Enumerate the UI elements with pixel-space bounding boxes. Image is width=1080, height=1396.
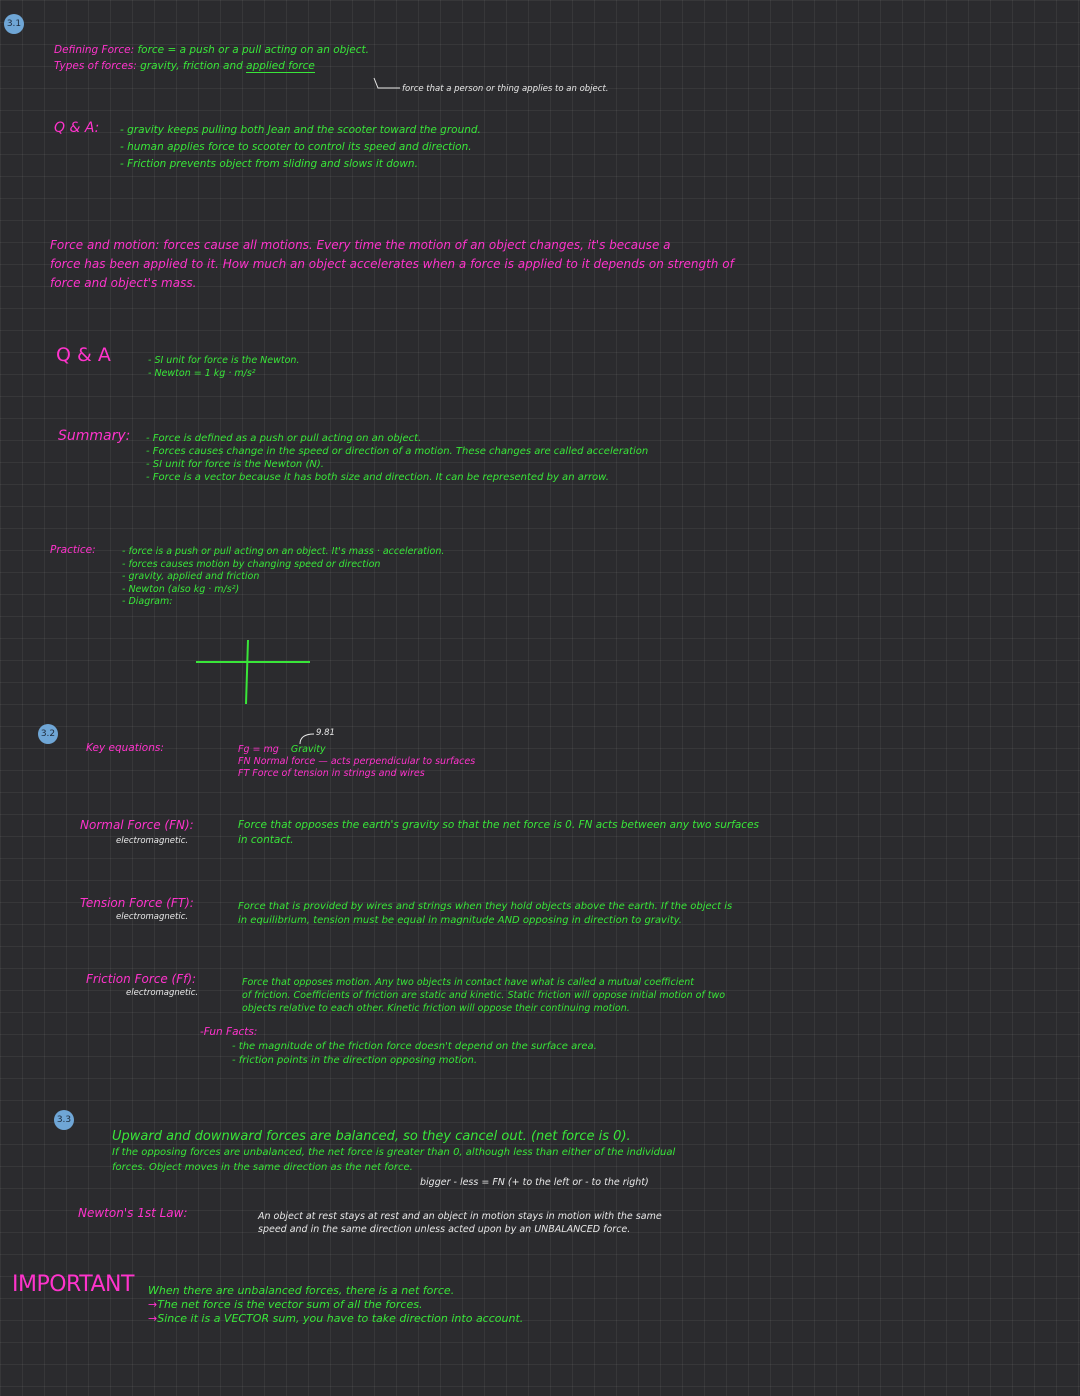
defining-force-label: Defining Force: <box>54 44 135 56</box>
section-badge-3-3: 3.3 <box>54 1110 74 1130</box>
qa2-item: - SI unit for force is the Newton. <box>148 355 300 366</box>
eq-tension: FT Force of tension in strings and wires <box>238 768 425 779</box>
summary-item: - SI unit for force is the Newton (N). <box>146 459 324 470</box>
balanced-line3: forces. Object moves in the same directi… <box>112 1162 413 1173</box>
balanced-line4: bigger - less = FN (+ to the left or - t… <box>420 1177 649 1188</box>
qa1-label: Q & A: <box>54 120 100 136</box>
eq-gravity: Fg = mg <box>238 744 279 755</box>
qa1-list: - gravity keeps pulling both Jean and th… <box>120 122 481 173</box>
force-motion-block: Force and motion: forces cause all motio… <box>50 236 734 293</box>
friction-force-sub: electromagnetic. <box>126 988 199 998</box>
important-line3: Since it is a VECTOR sum, you have to ta… <box>157 1312 524 1325</box>
normal-force-sub: electromagnetic. <box>116 836 189 846</box>
friction-force-line2: of friction. Coefficients of friction ar… <box>242 990 726 1001</box>
arrow-icon: → <box>148 1312 158 1325</box>
summary-item: - Forces causes change in the speed or d… <box>146 446 649 457</box>
force-motion-label: Force and motion: <box>50 238 160 252</box>
qa1-item: - gravity keeps pulling both Jean and th… <box>120 124 481 136</box>
gravity-value-arrow <box>299 733 315 745</box>
types-of-forces-block: Types of forces: gravity, friction and a… <box>54 60 315 73</box>
section-badge-3-1: 3.1 <box>4 14 24 34</box>
tension-force-label: Tension Force (FT): <box>80 896 194 910</box>
friction-force-label: Friction Force (Ff): <box>86 972 197 986</box>
normal-force-label: Normal Force (FN): <box>80 818 194 832</box>
normal-force-text: Force that opposes the earth's gravity s… <box>238 818 759 848</box>
practice-item: - Newton (also kg · m/s²) <box>122 583 240 595</box>
important-label: IMPORTANT <box>12 1272 134 1297</box>
tension-force-line1: Force that is provided by wires and stri… <box>238 901 733 912</box>
defining-force-text: force = a push or a pull acting on an ob… <box>137 44 369 56</box>
summary-label: Summary: <box>58 428 131 444</box>
newton-first-law-label: Newton's 1st Law: <box>78 1206 188 1220</box>
practice-item: - forces causes motion by changing speed… <box>122 558 381 570</box>
practice-list: - force is a push or pull acting on an o… <box>122 546 444 609</box>
defining-force-block: Defining Force: force = a push or a pull… <box>54 44 369 56</box>
eq-gravity-note: Gravity <box>290 744 326 755</box>
summary-list: - Force is defined as a push or pull act… <box>146 432 648 484</box>
key-equations-label: Key equations: <box>86 742 164 754</box>
force-motion-line1: forces cause all motions. Every time the… <box>163 238 671 252</box>
practice-item: - Diagram: <box>122 596 173 607</box>
balanced-line1: Upward and downward forces are balanced,… <box>112 1129 631 1144</box>
gravity-value: 9.81 <box>316 728 335 738</box>
applied-force-note: force that a person or thing applies to … <box>402 84 609 94</box>
newton-line2: speed and in the same direction unless a… <box>258 1224 631 1235</box>
summary-item: - Force is a vector because it has both … <box>146 472 609 483</box>
section-badge-3-2: 3.2 <box>38 724 58 744</box>
friction-force-line1: Force that opposes motion. Any two objec… <box>242 977 695 988</box>
practice-item: - gravity, applied and friction <box>122 571 260 582</box>
tension-force-sub: electromagnetic. <box>116 912 189 922</box>
important-list: When there are unbalanced forces, there … <box>148 1284 523 1326</box>
newton-first-law-text: An object at rest stays at rest and an o… <box>258 1210 662 1236</box>
types-of-forces-text: gravity, friction and <box>140 60 243 72</box>
important-line2: The net force is the vector sum of all t… <box>157 1298 423 1311</box>
important-line1: When there are unbalanced forces, there … <box>148 1284 455 1297</box>
friction-force-text: Force that opposes motion. Any two objec… <box>242 976 725 1015</box>
friction-force-line3: objects relative to each other. Kinetic … <box>242 1003 630 1014</box>
qa1-item: - human applies force to scooter to cont… <box>120 141 472 153</box>
applied-force-arrow <box>373 77 400 89</box>
newton-line1: An object at rest stays at rest and an o… <box>258 1211 662 1222</box>
arrow-icon: → <box>148 1298 158 1311</box>
normal-force-line2: in contact. <box>238 834 294 846</box>
fun-fact-item: - the magnitude of the friction force do… <box>232 1041 597 1052</box>
important-item: →The net force is the vector sum of all … <box>148 1298 523 1312</box>
balanced-line2: If the opposing forces are unbalanced, t… <box>112 1147 676 1158</box>
qa1-item: - Friction prevents object from sliding … <box>120 158 418 170</box>
normal-force-line1: Force that opposes the earth's gravity s… <box>238 819 760 831</box>
qa2-item: - Newton = 1 kg · m/s² <box>148 368 256 379</box>
balanced-forces-block: Upward and downward forces are balanced,… <box>112 1128 675 1190</box>
force-motion-line3: force and object's mass. <box>50 276 197 290</box>
important-item: →Since it is a VECTOR sum, you have to t… <box>148 1312 523 1326</box>
key-equations-list: Fg = mg Gravity FN Normal force — acts p… <box>238 744 475 780</box>
eq-normal: FN Normal force — acts perpendicular to … <box>238 756 476 767</box>
qa2-list: - SI unit for force is the Newton. - New… <box>148 354 299 380</box>
qa2-label: Q & A <box>56 344 111 366</box>
fun-fact-item: - friction points in the direction oppos… <box>232 1055 478 1066</box>
practice-label: Practice: <box>50 544 96 556</box>
tension-force-line2: in equilibrium, tension must be equal in… <box>238 915 682 926</box>
fun-facts-list: - the magnitude of the friction force do… <box>232 1040 597 1068</box>
applied-force-term: applied force <box>246 60 315 73</box>
tension-force-text: Force that is provided by wires and stri… <box>238 900 732 928</box>
force-motion-line2: force has been applied to it. How much a… <box>50 257 734 271</box>
force-diagram <box>196 639 310 705</box>
fun-facts-label: -Fun Facts: <box>200 1026 258 1038</box>
summary-item: - Force is defined as a push or pull act… <box>146 433 422 444</box>
types-of-forces-label: Types of forces: <box>54 60 137 72</box>
practice-item: - force is a push or pull acting on an o… <box>122 546 445 557</box>
